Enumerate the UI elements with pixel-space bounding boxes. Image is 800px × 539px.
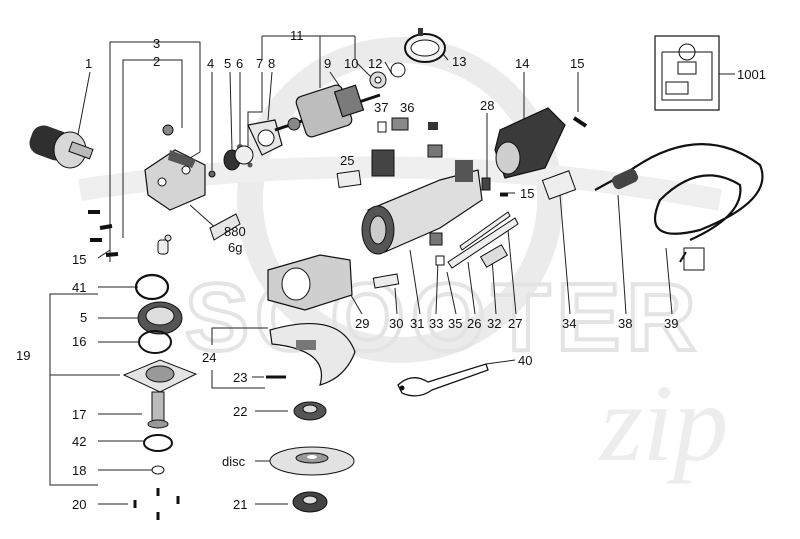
- label-part-4: 4: [207, 56, 214, 71]
- grinding-disc-part: [269, 446, 355, 476]
- label-part-27: 27: [508, 316, 522, 331]
- small-o-ring-part: [151, 465, 165, 475]
- housing-screws: [88, 210, 119, 257]
- label-part-20: 20: [72, 497, 86, 512]
- label-grease-880: 880: [224, 224, 246, 239]
- bearing-plate-part: [234, 119, 283, 165]
- label-part-37: 37: [374, 100, 388, 115]
- armature-part: [274, 84, 381, 138]
- label-part-42: 42: [72, 434, 86, 449]
- label-part-25: 25: [340, 153, 354, 168]
- label-part-33: 33: [429, 316, 443, 331]
- switch-parts: [371, 117, 443, 177]
- cable-clamp-part: [481, 177, 508, 197]
- label-part-2: 2: [153, 54, 160, 69]
- label-part-21: 21: [233, 497, 247, 512]
- screw-part: [572, 116, 588, 128]
- label-part-15-mid: 15: [520, 186, 534, 201]
- label-part-32: 32: [487, 316, 501, 331]
- field-coil-part: [267, 254, 353, 311]
- brush-label-part: [372, 273, 400, 289]
- label-part-7: 7: [256, 56, 263, 71]
- leader-lines: [49, 35, 735, 505]
- spacer-ring-part: [138, 330, 172, 354]
- label-part-14: 14: [515, 56, 529, 71]
- label-part-17: 17: [72, 407, 86, 422]
- label-part-24: 24: [202, 350, 216, 365]
- label-part-11: 11: [290, 28, 304, 43]
- label-part-6: 6: [236, 56, 243, 71]
- label-part-1: 1: [85, 56, 92, 71]
- label-part-34: 34: [562, 316, 576, 331]
- wiring-diagram-part: [654, 35, 720, 111]
- wheel-guard-part: [269, 323, 356, 386]
- label-part-41: 41: [72, 280, 86, 295]
- label-part-10: 10: [344, 56, 358, 71]
- label-part-26: 26: [467, 316, 481, 331]
- label-part-39: 39: [664, 316, 678, 331]
- label-part-5: 5: [224, 56, 231, 71]
- label-part-31: 31: [410, 316, 424, 331]
- label-part-15-left: 15: [72, 252, 86, 267]
- bearing-parts: [369, 62, 406, 89]
- label-part-28: 28: [480, 98, 494, 113]
- clamping-nut-part: [292, 491, 328, 513]
- label-part-12: 12: [368, 56, 382, 71]
- cable-tag-part: [541, 170, 577, 200]
- label-part-40: 40: [518, 353, 532, 368]
- label-part-30: 30: [389, 316, 403, 331]
- label-part-3: 3: [153, 36, 160, 51]
- label-grease-6g: 6g: [228, 240, 242, 255]
- brush-holder-parts: [429, 232, 445, 266]
- gear-housing-part: [144, 149, 206, 211]
- side-handle-part: [29, 125, 94, 169]
- spindle-part: [147, 391, 169, 429]
- o-ring-part: [134, 273, 170, 301]
- support-flange-part: [293, 401, 327, 421]
- label-part-1001: 1001: [737, 67, 766, 82]
- label-part-13: 13: [452, 54, 466, 69]
- flange-screws: [133, 488, 180, 520]
- rear-cover-part: [494, 107, 566, 179]
- rubber-ring-part: [404, 28, 446, 63]
- switch-lever-parts: [447, 211, 519, 269]
- bearing-flange-part: [122, 359, 198, 393]
- bevel-gear-part: [137, 301, 183, 335]
- label-part-19: 19: [16, 348, 30, 363]
- label-disc: disc: [222, 454, 246, 469]
- label-part-36: 36: [400, 100, 414, 115]
- motor-housing-part: [361, 160, 483, 255]
- spindle-lock-pin-part: [157, 124, 174, 255]
- label-part-8: 8: [268, 56, 275, 71]
- label-part-18: 18: [72, 463, 86, 478]
- label-part-15-top: 15: [570, 56, 584, 71]
- label-part-16: 16: [72, 334, 86, 349]
- label-part-5-lower: 5: [80, 310, 87, 325]
- watermark: SCOOTER zip: [78, 37, 728, 484]
- label-part-23: 23: [233, 370, 247, 385]
- power-cord-part: [594, 143, 764, 271]
- callout-labels: 1 3 2 4 5 6 7 8 11 9 10 12 13 14 15 1001…: [16, 28, 766, 512]
- watermark-script: zip: [598, 362, 728, 484]
- rating-label-part: [336, 169, 362, 189]
- pin-spanner-part: [397, 363, 489, 397]
- grease-tube-part: [209, 213, 241, 241]
- label-part-22: 22: [233, 404, 247, 419]
- washer-part: [143, 434, 173, 452]
- label-part-9: 9: [324, 56, 331, 71]
- label-part-38: 38: [618, 316, 632, 331]
- label-part-29: 29: [355, 316, 369, 331]
- label-part-35: 35: [448, 316, 462, 331]
